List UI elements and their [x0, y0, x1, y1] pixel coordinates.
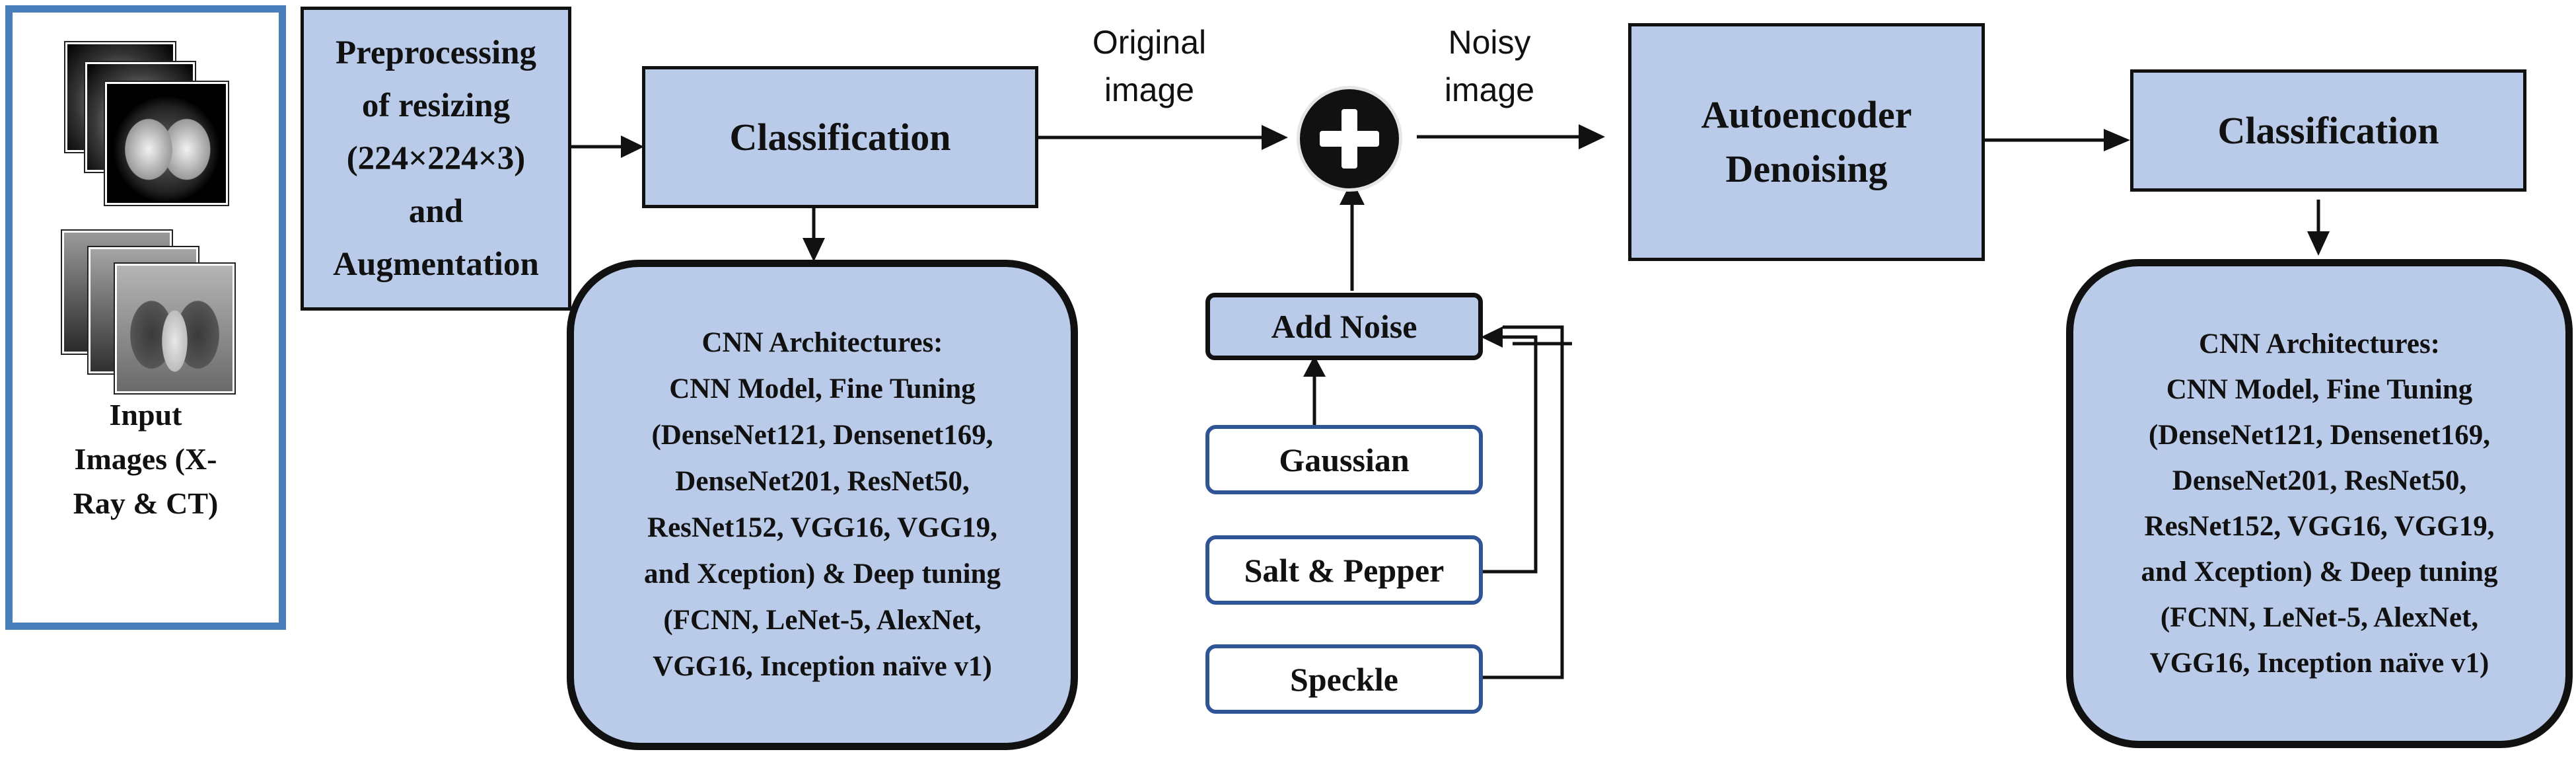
add-noise-label: Add Noise: [1271, 308, 1417, 345]
original-image-label: Original image: [1057, 17, 1242, 116]
cnn-line: and Xception) & Deep tuning: [644, 558, 1001, 589]
cnn-line: (FCNN, LeNet-5, AlexNet,: [2160, 602, 2479, 633]
cnn-line: CNN Architectures:: [701, 327, 943, 358]
cnn-line: (FCNN, LeNet-5, AlexNet,: [663, 605, 982, 636]
ct-scan-stack-image: [65, 42, 237, 211]
plus-vertical-bar: [1342, 109, 1357, 169]
noisy-label-line: image: [1444, 71, 1535, 108]
cnn-line: ResNet152, VGG16, VGG19,: [647, 512, 997, 543]
noise-option-gaussian: Gaussian: [1205, 425, 1483, 494]
noise-option-salt-pepper: Salt & Pepper: [1205, 535, 1483, 605]
classification-box-1: Classification: [642, 66, 1038, 208]
original-label-line: Original: [1092, 24, 1207, 61]
preprocessing-line: Augmentation: [333, 246, 539, 283]
xray-slice: [115, 264, 234, 393]
classification-label: Classification: [729, 116, 951, 159]
autoencoder-line: Denoising: [1725, 147, 1888, 190]
cnn-line: (DenseNet121, Densenet169,: [2148, 420, 2491, 451]
arrow-salt-pepper-to-add-noise: [1483, 335, 1538, 574]
add-noise-box: Add Noise: [1205, 293, 1483, 360]
noise-option-label: Salt & Pepper: [1244, 551, 1445, 589]
input-images-caption: Input Images (X- Ray & CT): [13, 389, 279, 528]
cnn-line: DenseNet201, ResNet50,: [2172, 465, 2467, 496]
ct-slice: [105, 82, 228, 205]
plus-circle-icon: [1300, 89, 1399, 188]
noise-option-speckle: Speckle: [1205, 644, 1483, 714]
preprocessing-line: Preprocessing: [335, 34, 537, 71]
cnn-line: and Xception) & Deep tuning: [2141, 556, 2498, 588]
cnn-line: ResNet152, VGG16, VGG19,: [2144, 511, 2495, 542]
noise-option-label: Gaussian: [1279, 441, 1410, 478]
noisy-image-label: Noisy image: [1404, 17, 1575, 116]
input-caption-line: Images (X-: [74, 441, 217, 476]
cnn-line: VGG16, Inception naïve v1): [2149, 648, 2489, 679]
cnn-line: DenseNet201, ResNet50,: [675, 466, 970, 497]
input-caption-line: Ray & CT): [73, 486, 219, 520]
cnn-architectures-box-2: CNN Architectures: CNN Model, Fine Tunin…: [2066, 259, 2573, 748]
preprocessing-line: (224×224×3): [346, 140, 526, 177]
noise-option-label: Speckle: [1290, 660, 1398, 698]
noisy-label-line: Noisy: [1448, 24, 1531, 61]
cnn-line: (DenseNet121, Densenet169,: [651, 420, 993, 451]
classification-box-2: Classification: [2130, 69, 2526, 192]
arrow-speckle-to-add-noise: [1483, 325, 1564, 679]
preprocessing-line: and: [408, 193, 464, 230]
cnn-line: VGG16, Inception naïve v1): [653, 651, 992, 682]
cnn-line: CNN Model, Fine Tuning: [2166, 374, 2473, 405]
autoencoder-denoising-box: Autoencoder Denoising: [1628, 23, 1985, 261]
original-label-line: image: [1104, 71, 1195, 108]
preprocessing-box: Preprocessing of resizing (224×224×3) an…: [301, 7, 571, 311]
classification-label: Classification: [2217, 109, 2439, 152]
chest-xray-stack-image: [62, 231, 240, 399]
input-images-panel: Input Images (X- Ray & CT): [5, 5, 286, 630]
autoencoder-line: Autoencoder: [1701, 93, 1912, 136]
cnn-architectures-box-1: CNN Architectures: CNN Model, Fine Tunin…: [567, 260, 1078, 750]
preprocessing-line: of resizing: [361, 87, 511, 124]
cnn-line: CNN Architectures:: [2198, 328, 2441, 360]
cnn-line: CNN Model, Fine Tuning: [669, 373, 976, 404]
input-caption-line: Input: [109, 397, 182, 432]
